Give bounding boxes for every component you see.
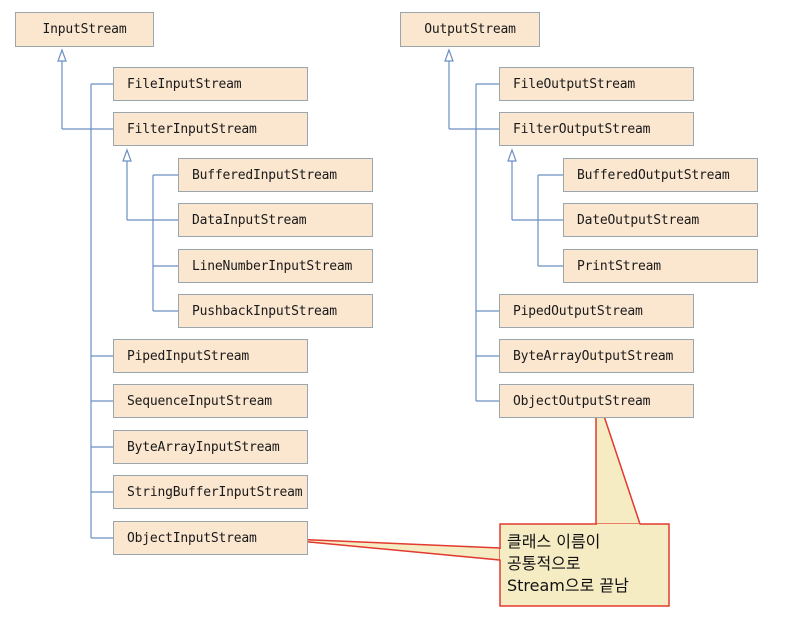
object-output-stream-box: ObjectOutputStream: [499, 384, 694, 418]
byte-array-input-stream-box: ByteArrayInputStream: [113, 430, 308, 464]
input-stream-root-box: InputStream: [15, 12, 154, 47]
callout-line-3: Stream으로 끝남: [507, 576, 629, 595]
date-output-stream-box: DateOutputStream: [563, 203, 758, 237]
output-stream-root-box: OutputStream: [400, 12, 540, 47]
piped-input-stream-box: PipedInputStream: [113, 339, 308, 373]
piped-output-stream-box: PipedOutputStream: [499, 294, 694, 328]
output-tree-connectors: [448, 52, 563, 402]
filter-input-stream-box: FilterInputStream: [113, 112, 308, 146]
file-output-stream-box: FileOutputStream: [499, 67, 694, 101]
callout-note: 클래스 이름이 공통적으로 Stream으로 끝남: [507, 531, 667, 597]
string-buffer-input-stream-box: StringBufferInputStream: [113, 475, 308, 509]
output-root-arrowhead: [444, 48, 454, 62]
print-stream-box: PrintStream: [563, 249, 758, 283]
object-input-stream-box: ObjectInputStream: [113, 521, 308, 555]
callout-box: [499, 523, 670, 607]
callout-line-1: 클래스 이름이: [507, 532, 601, 551]
sequence-input-stream-box: SequenceInputStream: [113, 384, 308, 418]
file-input-stream-box: FileInputStream: [113, 67, 308, 101]
input-filter-arrowhead: [122, 148, 132, 162]
data-input-stream-box: DataInputStream: [178, 203, 373, 237]
callout-line-2: 공통적으로: [507, 554, 581, 573]
buffered-input-stream-box: BufferedInputStream: [178, 158, 373, 192]
buffered-output-stream-box: BufferedOutputStream: [563, 158, 758, 192]
filter-output-stream-box: FilterOutputStream: [499, 112, 694, 146]
pushback-input-stream-box: PushbackInputStream: [178, 294, 373, 328]
input-root-arrowhead: [57, 48, 67, 62]
line-number-input-stream-box: LineNumberInputStream: [178, 249, 373, 283]
output-filter-arrowhead: [507, 148, 517, 162]
byte-array-output-stream-box: ByteArrayOutputStream: [499, 339, 694, 373]
input-tree-connectors: [61, 52, 178, 539]
